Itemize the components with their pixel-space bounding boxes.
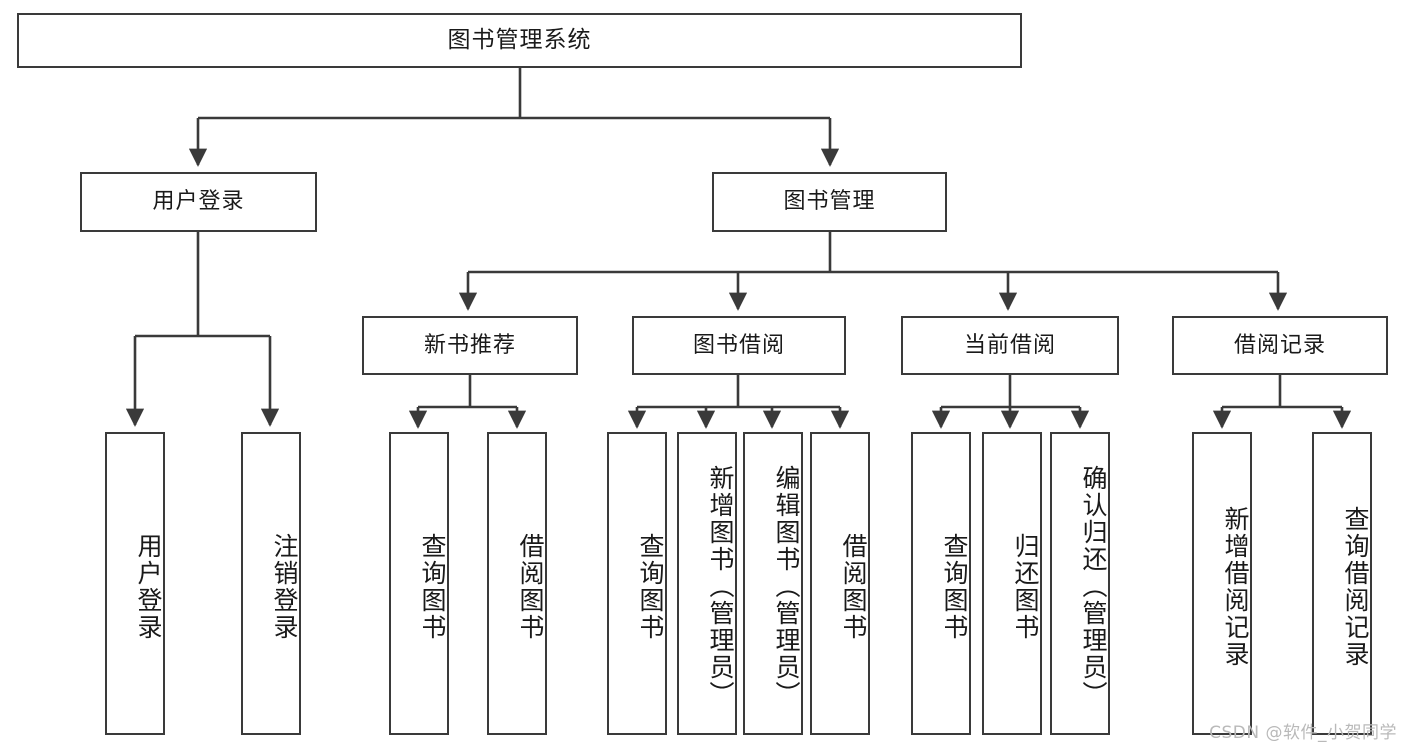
node-book-management[interactable]: 图书管理 — [712, 172, 947, 232]
node-user-login[interactable]: 用户登录 — [80, 172, 317, 232]
node-label: 新书推荐 — [423, 332, 516, 358]
node-label: 用户登录 — [152, 189, 245, 215]
node-new-book-recommend[interactable]: 新书推荐 — [362, 316, 578, 375]
node-book-borrow[interactable]: 图书借阅 — [632, 316, 846, 375]
leaf-add-borrow-record[interactable]: 新增借阅记录 — [1192, 432, 1252, 735]
node-label: 归还图书 — [1011, 532, 1040, 641]
leaf-query-book-current[interactable]: 查询图书 — [911, 432, 971, 735]
node-label: 新增图书（管理员） — [706, 465, 735, 708]
csdn-watermark: CSDN @软件_小贺同学 — [1209, 723, 1397, 743]
leaf-borrow-book-new-recommend[interactable]: 借阅图书 — [487, 432, 547, 735]
node-label: 借阅图书 — [839, 532, 868, 641]
leaf-query-borrow-record[interactable]: 查询借阅记录 — [1312, 432, 1372, 735]
node-label: 新增借阅记录 — [1221, 505, 1250, 668]
leaf-borrow-book-borrow[interactable]: 借阅图书 — [810, 432, 870, 735]
node-label: 查询图书 — [418, 532, 447, 641]
leaf-return-book[interactable]: 归还图书 — [982, 432, 1042, 735]
node-label: 查询图书 — [940, 532, 969, 641]
node-label: 当前借阅 — [963, 332, 1056, 358]
leaf-add-book-admin[interactable]: 新增图书（管理员） — [677, 432, 737, 735]
node-current-borrow[interactable]: 当前借阅 — [901, 316, 1119, 375]
node-label: 图书管理 — [783, 189, 876, 215]
leaf-query-book-borrow[interactable]: 查询图书 — [607, 432, 667, 735]
node-label: 用户登录 — [134, 532, 163, 641]
node-label: 借阅记录 — [1233, 332, 1326, 358]
node-root-book-management-system[interactable]: 图书管理系统 — [17, 13, 1022, 68]
node-label: 图书借阅 — [692, 332, 785, 358]
node-label: 查询图书 — [636, 532, 665, 641]
node-label: 确认归还（管理员） — [1079, 465, 1108, 708]
node-label: 借阅图书 — [516, 532, 545, 641]
leaf-edit-book-admin[interactable]: 编辑图书（管理员） — [743, 432, 803, 735]
leaf-confirm-return-admin[interactable]: 确认归还（管理员） — [1050, 432, 1110, 735]
node-borrow-record[interactable]: 借阅记录 — [1172, 316, 1388, 375]
node-label: 图书管理系统 — [447, 26, 592, 53]
node-label: 注销登录 — [270, 532, 299, 641]
leaf-logout-login[interactable]: 注销登录 — [241, 432, 301, 735]
node-label: 编辑图书（管理员） — [772, 465, 801, 708]
leaf-query-book-new-recommend[interactable]: 查询图书 — [389, 432, 449, 735]
node-label: 查询借阅记录 — [1341, 505, 1370, 668]
leaf-user-login[interactable]: 用户登录 — [105, 432, 165, 735]
